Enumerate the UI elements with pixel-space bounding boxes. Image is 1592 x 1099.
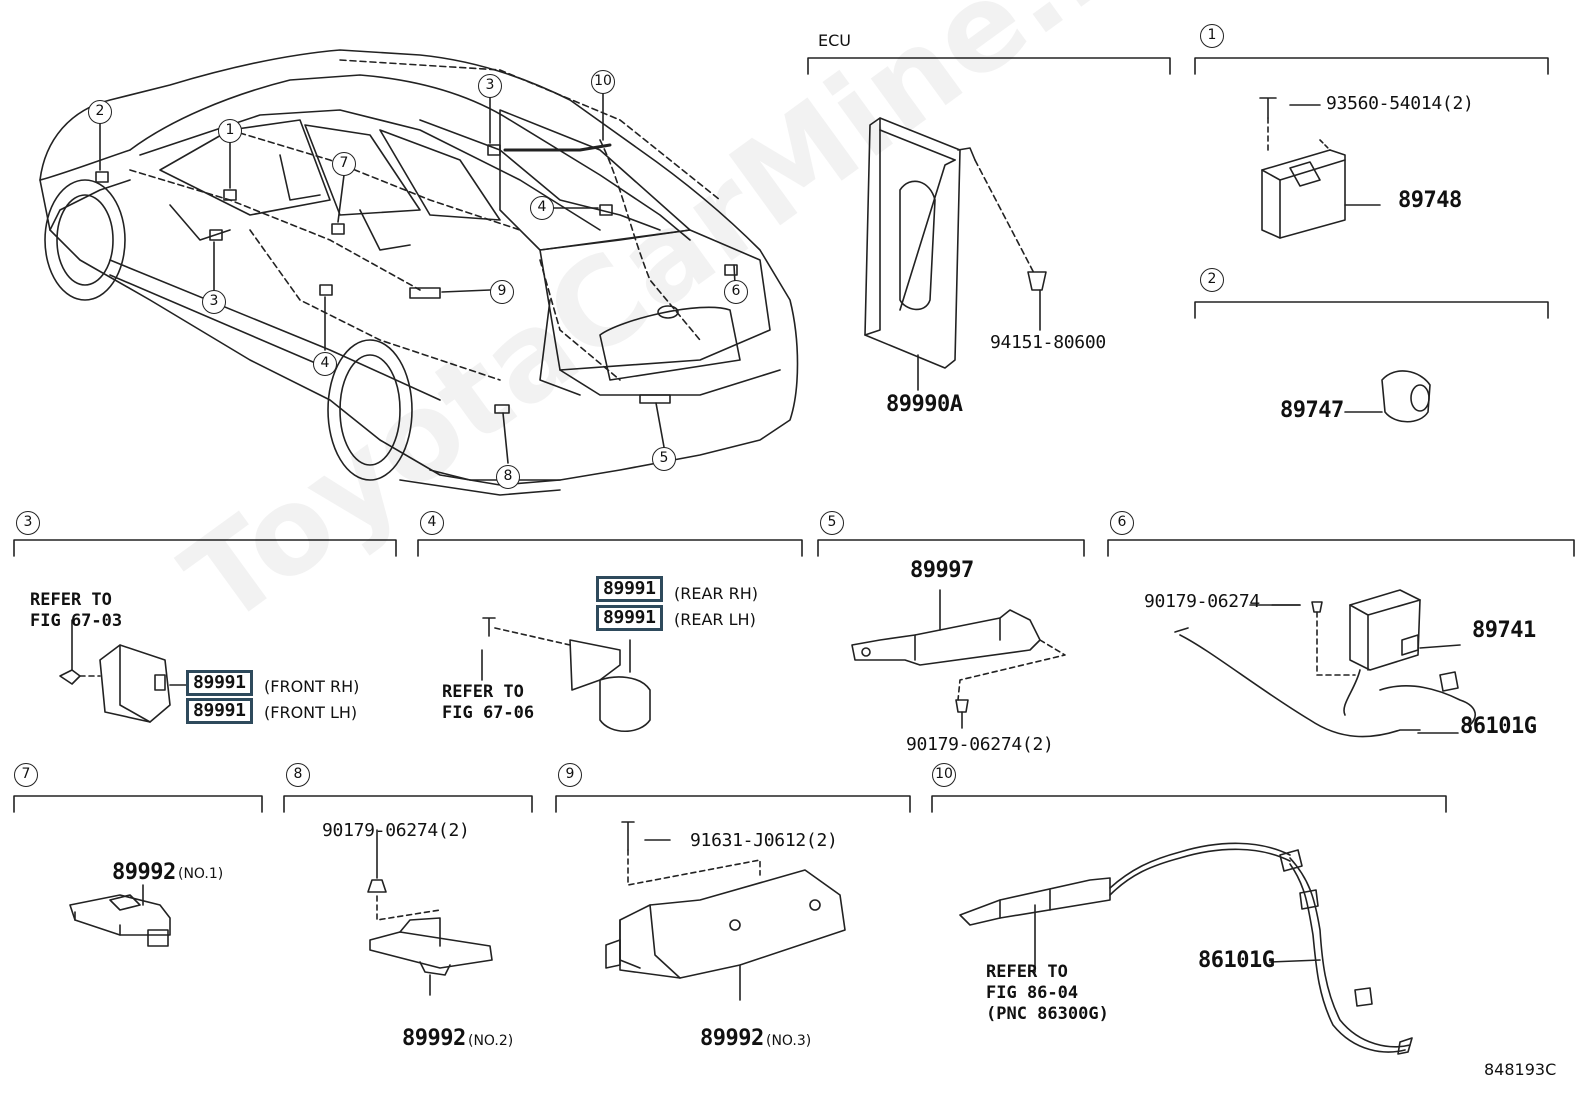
section-7-drawing	[69, 884, 171, 947]
part-89990A[interactable]: 89990A	[886, 392, 963, 417]
section-3-number: 3	[16, 511, 40, 535]
section-9-number: 9	[558, 763, 582, 787]
section-brackets	[13, 57, 1575, 813]
part-91631-J0612[interactable]: 91631-J0612(2)	[690, 830, 838, 851]
car-overview-drawing	[39, 49, 799, 496]
car-callout-6: 6	[724, 280, 748, 304]
label-front-rh: (FRONT RH)	[264, 677, 360, 696]
part-89991-rear-lh[interactable]: 89991	[596, 605, 663, 631]
car-callout-3-top: 3	[478, 74, 502, 98]
part-89747[interactable]: 89747	[1280, 398, 1344, 423]
section-10-number: 10	[932, 763, 956, 787]
label-no3: (NO.3)	[766, 1033, 812, 1049]
part-86101G-s6[interactable]: 86101G	[1460, 714, 1537, 739]
label-rear-rh: (REAR RH)	[674, 584, 759, 603]
section-8-number: 8	[286, 763, 310, 787]
part-94151-80600[interactable]: 94151-80600	[990, 332, 1106, 353]
section-8-drawing	[367, 829, 493, 996]
figure-code: 848193C	[1484, 1060, 1557, 1079]
part-90179-06274-s8[interactable]: 90179-06274(2)	[322, 820, 470, 841]
part-89997[interactable]: 89997	[910, 558, 974, 583]
section-2-number: 2	[1200, 268, 1224, 292]
part-93560-54014[interactable]: 93560-54014(2)	[1326, 93, 1474, 114]
part-89992-no1[interactable]: 89992	[112, 860, 176, 885]
label-front-lh: (FRONT LH)	[264, 703, 358, 722]
label-no1: (NO.1)	[178, 866, 224, 882]
car-callout-8: 8	[496, 465, 520, 489]
part-86101G-s10[interactable]: 86101G	[1198, 948, 1275, 973]
car-callout-3-bottom: 3	[202, 290, 226, 314]
part-89748[interactable]: 89748	[1398, 188, 1462, 213]
section-10-reference[interactable]: REFER TO FIG 86-04 (PNC 86300G)	[986, 962, 1109, 1024]
section-4-drawing	[481, 617, 651, 732]
section-7-number: 7	[14, 763, 38, 787]
section-5-drawing	[851, 589, 1066, 729]
part-89748-drawing	[1259, 97, 1381, 239]
car-callout-10: 10	[591, 70, 615, 94]
car-callout-5: 5	[652, 447, 676, 471]
section-3-drawing	[59, 619, 187, 723]
part-89747-drawing	[1344, 370, 1431, 423]
part-89991-rear-rh[interactable]: 89991	[596, 576, 663, 602]
section-4-number: 4	[420, 511, 444, 535]
part-90179-06274-s5[interactable]: 90179-06274(2)	[906, 734, 1054, 755]
car-callout-2: 2	[88, 100, 112, 124]
car-callout-1: 1	[218, 119, 242, 143]
section-9-drawing	[605, 821, 846, 1001]
part-89741[interactable]: 89741	[1472, 618, 1536, 643]
ecu-drawing	[864, 117, 1047, 391]
section-1-number: 1	[1200, 24, 1224, 48]
car-callout-9: 9	[490, 280, 514, 304]
part-89992-no3[interactable]: 89992	[700, 1026, 764, 1051]
section-6-drawing	[1174, 589, 1476, 738]
section-4-reference[interactable]: REFER TO FIG 67-06	[442, 682, 535, 723]
part-90179-06274-s6[interactable]: 90179-06274	[1144, 591, 1260, 612]
car-callout-4-top: 4	[530, 196, 554, 220]
car-callout-4-bottom: 4	[313, 352, 337, 376]
part-89991-front-lh[interactable]: 89991	[186, 698, 253, 724]
label-no2: (NO.2)	[468, 1033, 514, 1049]
section-10-drawing	[959, 842, 1413, 1055]
section-ecu-title: ECU	[818, 31, 851, 50]
part-89992-no2[interactable]: 89992	[402, 1026, 466, 1051]
part-89991-front-rh[interactable]: 89991	[186, 670, 253, 696]
car-callout-7: 7	[332, 152, 356, 176]
label-rear-lh: (REAR LH)	[674, 610, 756, 629]
section-3-reference[interactable]: REFER TO FIG 67-03	[30, 590, 123, 631]
section-5-number: 5	[820, 511, 844, 535]
section-6-number: 6	[1110, 511, 1134, 535]
